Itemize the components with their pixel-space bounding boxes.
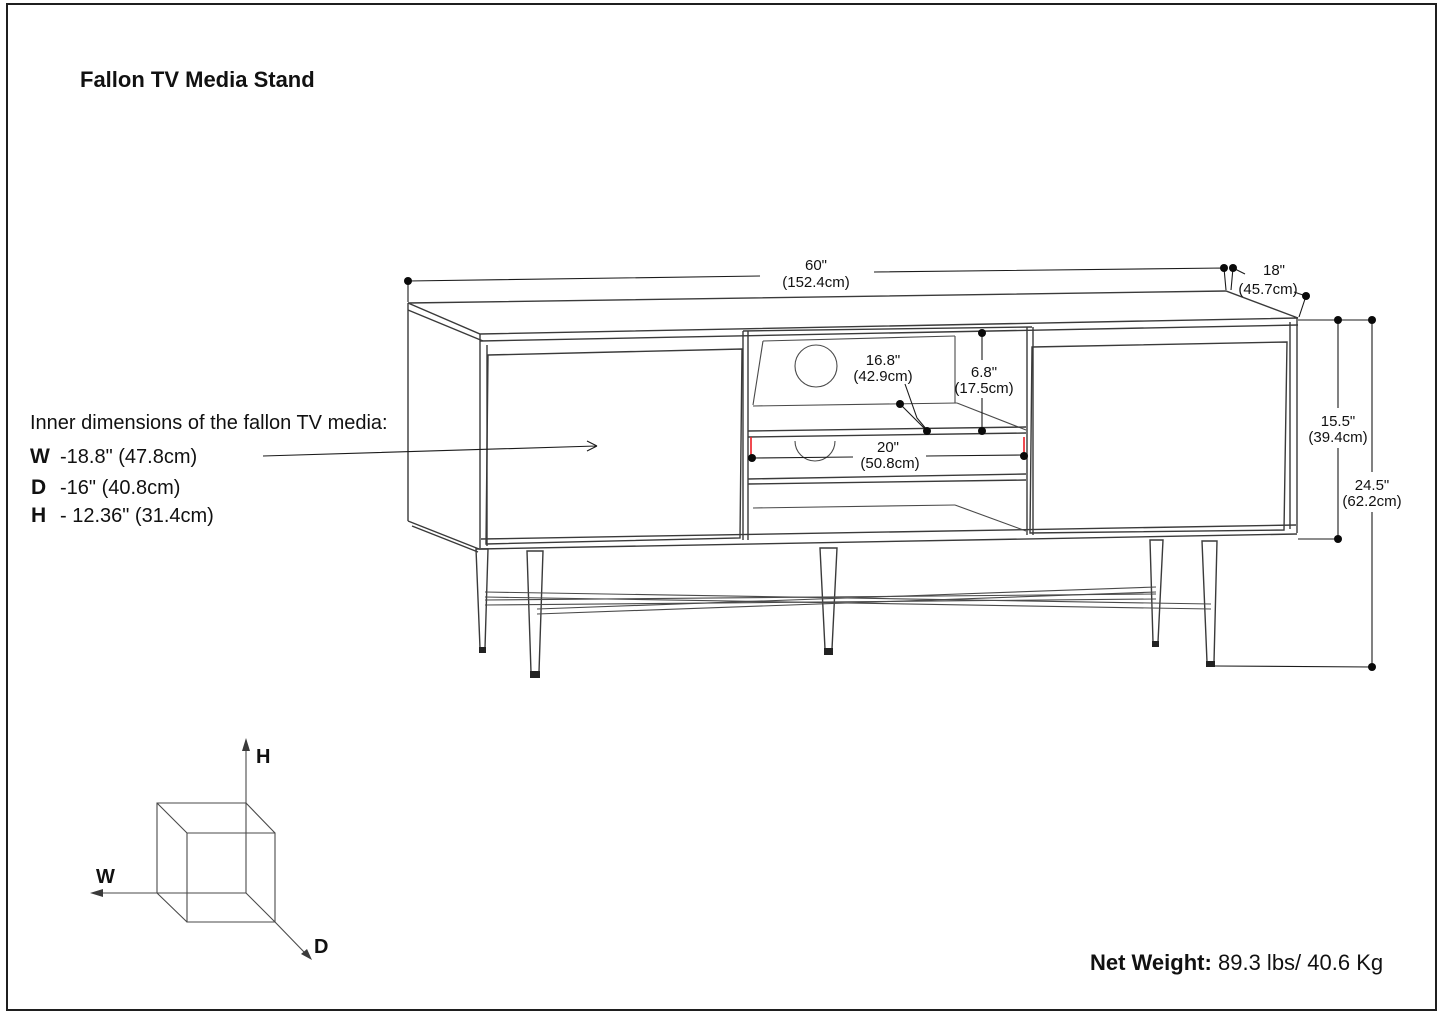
cable-hole-lower [794, 440, 836, 462]
leader-arrow [262, 440, 598, 457]
axis-cube: H W D [90, 738, 328, 960]
dim-upper-opening-height: 6.8" (17.5cm) [954, 329, 1014, 435]
h-axis-label: H [256, 746, 270, 768]
inner-dim-h-value: - 12.36" (31.4cm) [60, 505, 214, 527]
dim-lower-opening-width: 20" (50.8cm) [748, 437, 1028, 472]
net-weight: Net Weight: 89.3 lbs/ 40.6 Kg [1090, 950, 1383, 975]
right-door [1029, 341, 1288, 534]
d-axis-label: D [314, 936, 328, 958]
w-axis-arrowhead [90, 889, 103, 897]
cabinet-drawing [407, 290, 1299, 678]
net-weight-value: 89.3 lbs/ 40.6 Kg [1218, 950, 1383, 975]
inner-dim-d-value: -16" (40.8cm) [60, 477, 180, 499]
net-weight-label: Net Weight: [1090, 950, 1212, 975]
dim-lower-width-in: 20" [877, 439, 899, 456]
middle-shelf [747, 426, 1027, 432]
dim-overall-width: 60" (152.4cm) [404, 257, 1228, 302]
top-panel [407, 290, 1299, 335]
dim-lower-width-cm: (50.8cm) [860, 455, 919, 472]
legs [475, 539, 1218, 678]
dim-cabinet-height-in: 15.5" [1321, 413, 1356, 430]
dim-upper-height-in: 6.8" [971, 364, 997, 381]
inner-dimensions-heading: Inner dimensions of the fallon TV media: [30, 412, 388, 434]
d-axis-arrowhead [301, 949, 312, 960]
middle-section [742, 326, 1033, 332]
dim-overall-height-cm: (62.2cm) [1342, 493, 1401, 510]
dim-shelf-width-cm: (42.9cm) [853, 368, 912, 385]
lower-shelf [747, 473, 1027, 480]
dim-cabinet-height: 15.5" (39.4cm) [1298, 316, 1372, 543]
inner-dim-w-value: -18.8" (47.8cm) [60, 446, 197, 468]
dim-upper-height-cm: (17.5cm) [954, 380, 1013, 397]
dim-cabinet-height-cm: (39.4cm) [1308, 429, 1367, 446]
dim-depth-in: 18" [1263, 262, 1285, 279]
dim-overall-height-in: 24.5" [1355, 477, 1390, 494]
dim-shelf-width-in: 16.8" [866, 352, 901, 369]
left-door [485, 348, 743, 545]
inner-dim-h-key: H [31, 504, 46, 527]
dim-width-cm: (152.4cm) [782, 274, 850, 291]
dim-depth: 18" (45.7cm) [1229, 262, 1310, 318]
d-axis [274, 921, 306, 954]
cross-stretchers [484, 586, 1212, 615]
dimension-annotations: 60" (152.4cm) 18" (45.7cm) 16.8" (42.9cm… [404, 257, 1402, 671]
dim-depth-cm: (45.7cm) [1238, 281, 1297, 298]
inner-dimensions-block: Inner dimensions of the fallon TV media:… [30, 412, 598, 527]
upper-compartment [762, 335, 956, 342]
inner-dim-w-key: W [30, 445, 50, 468]
dim-shelf-width: 16.8" (42.9cm) [853, 352, 931, 435]
dim-width-in: 60" [805, 257, 827, 274]
cable-hole-upper [794, 344, 838, 388]
inner-dim-d-key: D [31, 476, 46, 499]
dim-overall-height: 24.5" (62.2cm) [1214, 316, 1402, 671]
h-axis-arrowhead [242, 738, 250, 751]
page-title: Fallon TV Media Stand [80, 67, 315, 92]
w-axis-label: W [96, 866, 115, 888]
